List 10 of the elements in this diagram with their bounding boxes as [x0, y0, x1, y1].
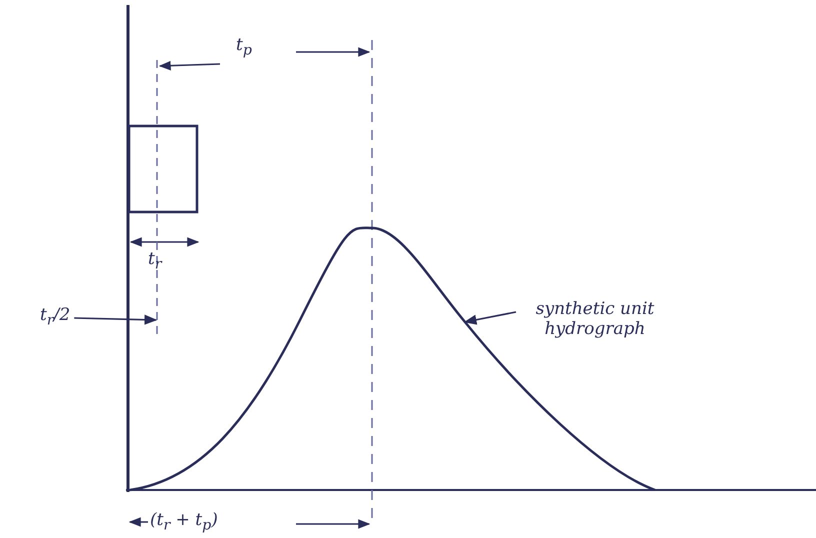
annotation-text: t$_{r}$/2 [40, 306, 70, 329]
dimension-label: (t$_{r}$ + t$_{p}$) [150, 511, 218, 534]
annotation-text: synthetic unit hydrograph [520, 300, 670, 340]
leader-arrow [464, 311, 516, 325]
dimension-label: t$_{r}$ [148, 250, 162, 273]
leader-arrow [74, 314, 158, 325]
hydrograph-curve [130, 226, 656, 492]
dashed-line [156, 60, 158, 335]
dimension-label: t$_{p}$ [236, 36, 252, 59]
rainfall-block [128, 124, 198, 214]
